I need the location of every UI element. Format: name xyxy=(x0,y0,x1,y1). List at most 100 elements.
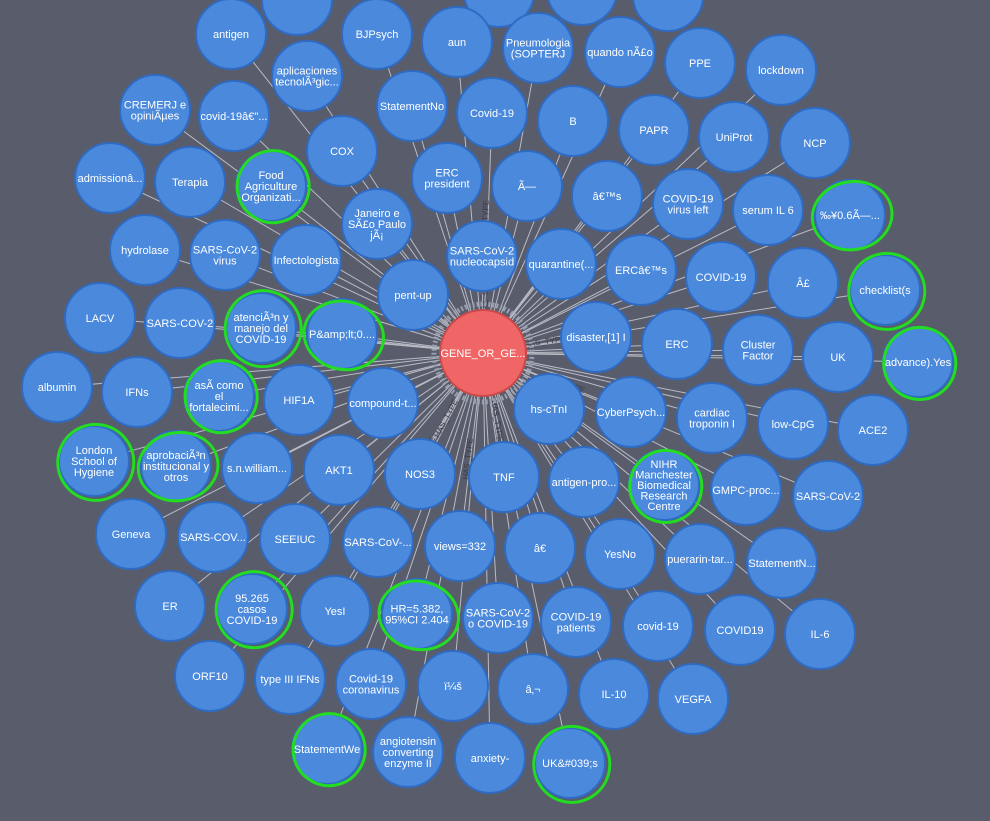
graph-node[interactable]: COX xyxy=(307,116,377,186)
graph-node[interactable]: hydrolase xyxy=(110,215,180,285)
graph-node[interactable]: cardiactroponin I xyxy=(677,383,747,453)
graph-node-label: covid-19 xyxy=(637,621,679,633)
graph-node[interactable]: YesNo xyxy=(585,519,655,589)
graph-node[interactable]: SARS-COV... xyxy=(178,502,248,572)
graph-node[interactable]: serum IL 6 xyxy=(733,175,803,245)
graph-node[interactable]: IFNs xyxy=(102,357,172,427)
graph-node[interactable]: Infectologista xyxy=(271,225,341,295)
graph-node[interactable]: B xyxy=(538,86,608,156)
graph-node[interactable]: NOS3 xyxy=(385,439,455,509)
graph-node[interactable]: SARS-CoV-2o COVID-19 xyxy=(463,583,533,653)
graph-node[interactable]: PAPR xyxy=(619,95,689,165)
graph-node[interactable]: low-CpG xyxy=(758,389,828,459)
graph-node[interactable]: SEEIUC xyxy=(260,504,330,574)
graph-node[interactable]: Geneva xyxy=(96,499,166,569)
graph-node[interactable]: COVID-19 xyxy=(686,242,756,312)
graph-node-label: ACE2 xyxy=(859,425,888,437)
graph-node-label: UK xyxy=(830,352,846,364)
graph-node[interactable]: puerarin-tar... xyxy=(665,524,735,594)
graph-node[interactable]: compound-t... xyxy=(348,368,418,438)
graph-node[interactable]: UK xyxy=(803,322,873,392)
graph-node[interactable]: â‚¬ xyxy=(498,654,568,724)
graph-node[interactable]: SARS-CoV-2virus xyxy=(190,220,260,290)
graph-node[interactable]: pent-up xyxy=(378,260,448,330)
graph-node-label: pent-up xyxy=(394,290,431,302)
graph-node[interactable]: ER xyxy=(135,571,205,641)
graph-node[interactable]: ACE2 xyxy=(838,395,908,465)
graph-node[interactable]: quando nÃ£o xyxy=(585,17,655,87)
graph-node[interactable]: IL-10 xyxy=(579,659,649,729)
graph-node-label: checklist(s xyxy=(859,285,911,297)
graph-node[interactable]: SARS-CoV-2 xyxy=(793,461,863,531)
graph-node[interactable]: ERC xyxy=(642,309,712,379)
graph-node[interactable]: Covid-19 xyxy=(457,78,527,148)
graph-node[interactable]: angiotensinconvertingenzyme II xyxy=(373,717,443,787)
graph-node[interactable]: UniProt xyxy=(699,102,769,172)
graph-node[interactable]: StatementN... xyxy=(747,528,817,598)
graph-node[interactable]: Covid-19coronavirus xyxy=(336,649,406,719)
graph-node-label: serum IL 6 xyxy=(742,205,794,217)
graph-node[interactable]: ERCâ€™s xyxy=(606,235,676,305)
graph-node[interactable]: ï¼š xyxy=(418,651,488,721)
graph-node[interactable]: type III IFNs xyxy=(255,644,325,714)
graph-node[interactable]: COVID-19patients xyxy=(541,587,611,657)
graph-node[interactable]: â€™s xyxy=(572,161,642,231)
graph-node-label: StatementN... xyxy=(748,558,815,570)
graph-node[interactable]: ORF10 xyxy=(175,641,245,711)
graph-node[interactable]: ERCpresident xyxy=(412,143,482,213)
graph-node[interactable]: disaster,[1] I xyxy=(561,302,631,372)
graph-node[interactable]: COVID19 xyxy=(705,595,775,665)
graph-node[interactable]: Â£ xyxy=(768,248,838,318)
graph-node[interactable]: BJPsych xyxy=(342,0,412,69)
graph-node[interactable]: GMPC-proc... xyxy=(711,455,781,525)
graph-node[interactable]: HIF1A xyxy=(264,365,334,435)
graph-node[interactable]: aun xyxy=(422,7,492,77)
graph-node-label: puerarin-tar... xyxy=(667,554,732,566)
graph-node[interactable]: â€ xyxy=(505,513,575,583)
graph-node[interactable]: antigen-pro... xyxy=(549,447,619,517)
graph-node[interactable]: lockdown xyxy=(746,35,816,105)
graph-node[interactable]: CyberPsych... xyxy=(596,377,666,447)
graph-node[interactable]: Janeiro eSÃ£o PaulojÃ¡ xyxy=(342,189,412,259)
graph-node[interactable]: CREMERJ eopiniÃµes xyxy=(120,75,190,145)
graph-node[interactable]: ClusterFactor xyxy=(723,315,793,385)
graph-node[interactable]: Ã— xyxy=(492,151,562,221)
graph-node[interactable]: SARS-COV-2 xyxy=(145,288,215,358)
graph-node[interactable]: anxiety- xyxy=(455,723,525,793)
graph-node[interactable]: quarantine(... xyxy=(526,229,596,299)
graph-node[interactable]: views=332 xyxy=(425,511,495,581)
graph-node-label: P&amp;lt;0.... xyxy=(309,329,375,341)
graph-node[interactable]: COVID-19virus left xyxy=(653,169,723,239)
graph-node-label: ClusterFactor xyxy=(741,340,776,363)
graph-node[interactable]: s.n.william... xyxy=(222,433,292,503)
graph-node[interactable]: aplicacionestecnolÃ³gic... xyxy=(272,41,342,111)
graph-node[interactable]: PPE xyxy=(665,28,735,98)
graph-node-label: HR=5.382,95%CI 2.404 xyxy=(385,604,449,627)
graph-node[interactable]: albumin xyxy=(22,352,92,422)
graph-node[interactable]: covid-19 xyxy=(623,591,693,661)
graph-node[interactable]: VEGFA xyxy=(658,664,728,734)
graph-node-label: Covid-19 xyxy=(470,108,514,120)
graph-node[interactable]: hs-cTnI xyxy=(514,374,584,444)
graph-node-label: IFNs xyxy=(125,387,149,399)
graph-node[interactable]: AKT1 xyxy=(304,435,374,505)
graph-node-label: covid-19â€"... xyxy=(201,111,268,123)
graph-node-label: ERCâ€™s xyxy=(615,265,667,277)
graph-node[interactable]: Terapia xyxy=(155,147,225,217)
graph-node[interactable]: TNF xyxy=(469,442,539,512)
graph-node[interactable]: YesI xyxy=(300,576,370,646)
graph-node-label: TNF xyxy=(493,472,515,484)
graph-node[interactable]: NCP xyxy=(780,108,850,178)
graph-node[interactable]: StatementNo xyxy=(377,71,447,141)
graph-node-label: PAPR xyxy=(639,125,668,137)
graph-node[interactable]: covid-19â€"... xyxy=(199,81,269,151)
graph-node[interactable]: LACV xyxy=(65,283,135,353)
graph-node[interactable]: SARS-CoV-... xyxy=(343,507,413,577)
graph-node[interactable]: antigen xyxy=(196,0,266,69)
graph-node[interactable]: IL-6 xyxy=(785,599,855,669)
graph-node[interactable]: admissionâ... xyxy=(75,143,145,213)
graph-node[interactable]: SARS-CoV-2nucleocapsid xyxy=(447,221,517,291)
graph-node-label: COX xyxy=(330,146,355,158)
graph-node[interactable]: Pneumologia(SOPTERJ xyxy=(503,13,573,83)
